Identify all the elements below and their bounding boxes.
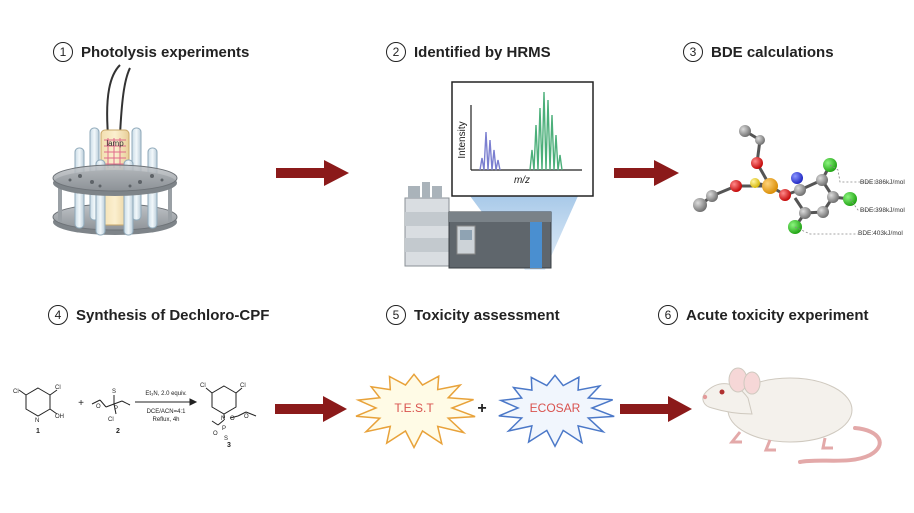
bde-value-1: BDE:386kJ/mol bbox=[860, 179, 905, 186]
hrms-y-label: Intensity bbox=[457, 121, 468, 158]
svg-text:Cl: Cl bbox=[200, 383, 206, 389]
step-number-badge: 1 bbox=[53, 42, 73, 62]
step-6-header: 6 Acute toxicity experiment bbox=[658, 305, 869, 325]
compound-2-label: 2 bbox=[116, 428, 120, 435]
svg-text:P: P bbox=[222, 426, 226, 432]
step-number-badge: 4 bbox=[48, 305, 68, 325]
reaction-reagents: Et₃N, 2.0 equiv. bbox=[145, 391, 187, 397]
ecosar-starburst: ECOSAR bbox=[498, 374, 615, 448]
step-3-header: 3 BDE calculations bbox=[683, 42, 834, 62]
photolysis-apparatus: lamp bbox=[52, 64, 178, 236]
flow-arrows bbox=[275, 160, 692, 422]
step-1-header: 1 Photolysis experiments bbox=[53, 42, 249, 62]
lamp-label: lamp bbox=[106, 139, 124, 148]
reaction-conditions: Reflux, 4h bbox=[152, 417, 179, 423]
step-5-header: 5 Toxicity assessment bbox=[386, 305, 560, 325]
arrow-2-to-3 bbox=[614, 160, 679, 186]
step-number-badge: 5 bbox=[386, 305, 406, 325]
step-number-badge: 6 bbox=[658, 305, 678, 325]
svg-text:Cl: Cl bbox=[13, 389, 19, 395]
svg-text:OH: OH bbox=[55, 414, 64, 420]
compound-1-label: 1 bbox=[36, 428, 40, 435]
bde-molecule: BDE:386kJ/mol BDE:398kJ/mol BDE:403kJ/mo… bbox=[693, 125, 905, 237]
step-number-badge: 2 bbox=[386, 42, 406, 62]
ecosar-label: ECOSAR bbox=[530, 401, 581, 415]
svg-text:S: S bbox=[112, 389, 116, 395]
step-number-badge: 3 bbox=[683, 42, 703, 62]
step-title: BDE calculations bbox=[711, 43, 834, 61]
svg-text:O: O bbox=[96, 404, 101, 410]
step-title: Identified by HRMS bbox=[414, 43, 551, 61]
svg-text:Cl: Cl bbox=[108, 417, 114, 423]
hrms-peak-cluster bbox=[479, 131, 501, 171]
step-title: Photolysis experiments bbox=[81, 43, 250, 61]
svg-text:N: N bbox=[221, 416, 225, 422]
test-starburst: T.E.S.T bbox=[355, 373, 476, 450]
svg-text:Cl: Cl bbox=[55, 385, 61, 391]
svg-text:O: O bbox=[230, 416, 235, 422]
synthesis-scheme bbox=[18, 385, 257, 426]
step-title: Toxicity assessment bbox=[414, 306, 560, 324]
bde-value-3: BDE:403kJ/mol bbox=[858, 230, 903, 237]
step-2-header: 2 Identified by HRMS bbox=[386, 42, 551, 62]
reaction-solvent: DCE/ACN=4:1 bbox=[147, 409, 187, 415]
compound-3-label: 3 bbox=[227, 442, 231, 449]
step-title: Synthesis of Dechloro-CPF bbox=[76, 306, 270, 324]
step-4-header: 4 Synthesis of Dechloro-CPF bbox=[48, 305, 269, 325]
svg-text:O: O bbox=[213, 431, 218, 437]
arrow-synthesis-to-toxicity bbox=[275, 396, 347, 422]
svg-text:Cl: Cl bbox=[240, 383, 246, 389]
rat-illustration bbox=[702, 367, 882, 464]
svg-text:P: P bbox=[114, 406, 118, 412]
arrow-1-to-2 bbox=[276, 160, 349, 186]
synthesis-plus: + bbox=[78, 398, 84, 409]
hrms-peak-cluster bbox=[529, 91, 563, 171]
bde-value-2: BDE:398kJ/mol bbox=[860, 207, 905, 214]
toxicity-plus: + bbox=[477, 400, 486, 417]
svg-text:N: N bbox=[35, 418, 39, 424]
svg-text:O: O bbox=[244, 414, 249, 420]
hrms-instrument: Intensity m/z bbox=[404, 81, 594, 270]
hrms-x-label: m/z bbox=[514, 175, 530, 186]
svg-text:S: S bbox=[224, 436, 228, 442]
arrow-toxicity-to-acute bbox=[620, 396, 692, 422]
test-label: T.E.S.T bbox=[394, 401, 434, 415]
step-title: Acute toxicity experiment bbox=[686, 306, 869, 324]
